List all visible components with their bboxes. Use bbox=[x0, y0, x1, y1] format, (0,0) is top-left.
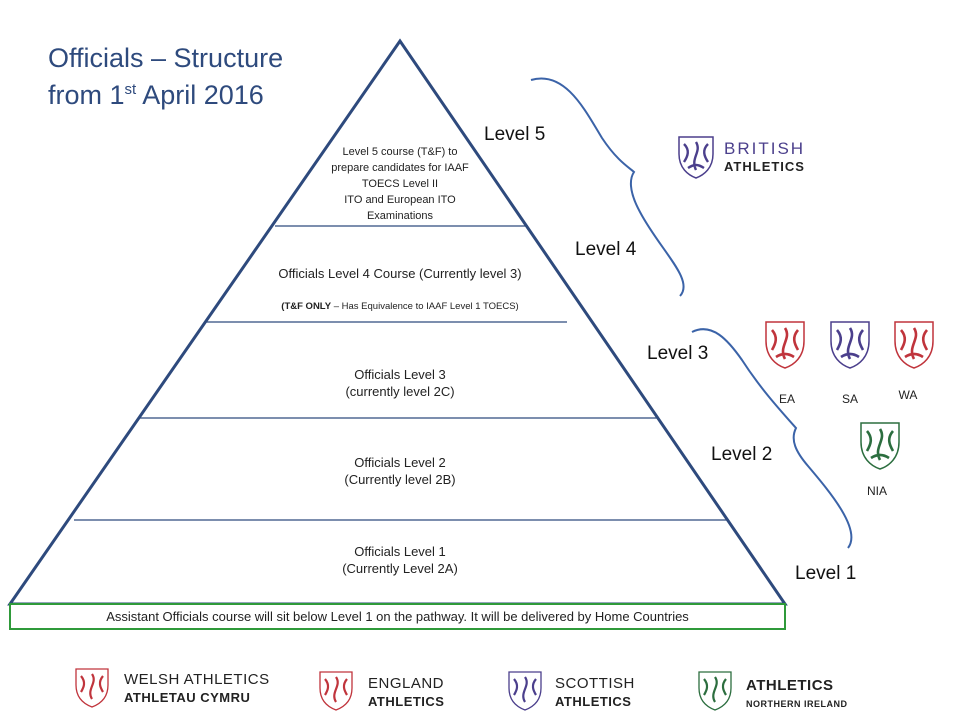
tier-level4-text: Officials Level 4 Course (Currently leve… bbox=[278, 266, 522, 281]
tier-level3-text: Officials Level 3 (currently level 2C) bbox=[345, 367, 455, 399]
england-athletics-shield-icon bbox=[318, 670, 354, 712]
assistant-officials-note: Assistant Officials course will sit belo… bbox=[9, 603, 786, 630]
brace-levels-5-4 bbox=[530, 77, 685, 297]
england-athletics-logo-text: ENGLAND ATHLETICS bbox=[368, 675, 445, 709]
nia-label: NIA bbox=[866, 484, 887, 498]
sa-label: SA bbox=[841, 392, 858, 406]
wa-label: WA bbox=[898, 388, 918, 402]
label-level3: Level 3 bbox=[647, 343, 709, 364]
tier-level4-note: (T&F ONLY – Has Equivalence to IAAF Leve… bbox=[281, 301, 519, 312]
welsh-athletics-logo-text: WELSH ATHLETICS ATHLETAU CYMRU bbox=[124, 671, 270, 705]
british-athletics-shield-icon bbox=[676, 134, 716, 180]
welsh-athletics-shield-icon bbox=[74, 667, 110, 709]
british-athletics-logo-text: BRITISH ATHLETICS bbox=[724, 139, 806, 175]
scottish-athletics-shield-icon bbox=[507, 670, 543, 712]
label-level5: Level 5 bbox=[484, 124, 546, 145]
label-level4: Level 4 bbox=[575, 239, 637, 260]
label-level2: Level 2 bbox=[711, 444, 773, 465]
title-line1: Officials – Structure bbox=[48, 43, 284, 73]
tier-level1-text: Officials Level 1 (Currently Level 2A) bbox=[342, 544, 458, 576]
wa-shield-icon bbox=[892, 319, 936, 371]
sa-shield-icon bbox=[828, 319, 872, 371]
athletics-ni-logo-text: ATHLETICS NORTHERN IRELAND bbox=[746, 677, 848, 709]
label-level1: Level 1 bbox=[795, 563, 857, 584]
ea-shield-icon bbox=[763, 319, 807, 371]
brace-levels-3-1 bbox=[691, 328, 853, 549]
page-title: Officials – Structure from 1st April 201… bbox=[48, 43, 284, 110]
scottish-athletics-logo-text: SCOTTISH ATHLETICS bbox=[555, 675, 635, 709]
nia-shield-icon bbox=[858, 420, 902, 472]
tier-level2-text: Officials Level 2 (Currently level 2B) bbox=[344, 455, 456, 487]
tier-level5-text: Level 5 course (T&F) to prepare candidat… bbox=[331, 146, 469, 222]
athletics-ni-shield-icon bbox=[697, 670, 733, 712]
ea-label: EA bbox=[778, 392, 795, 406]
